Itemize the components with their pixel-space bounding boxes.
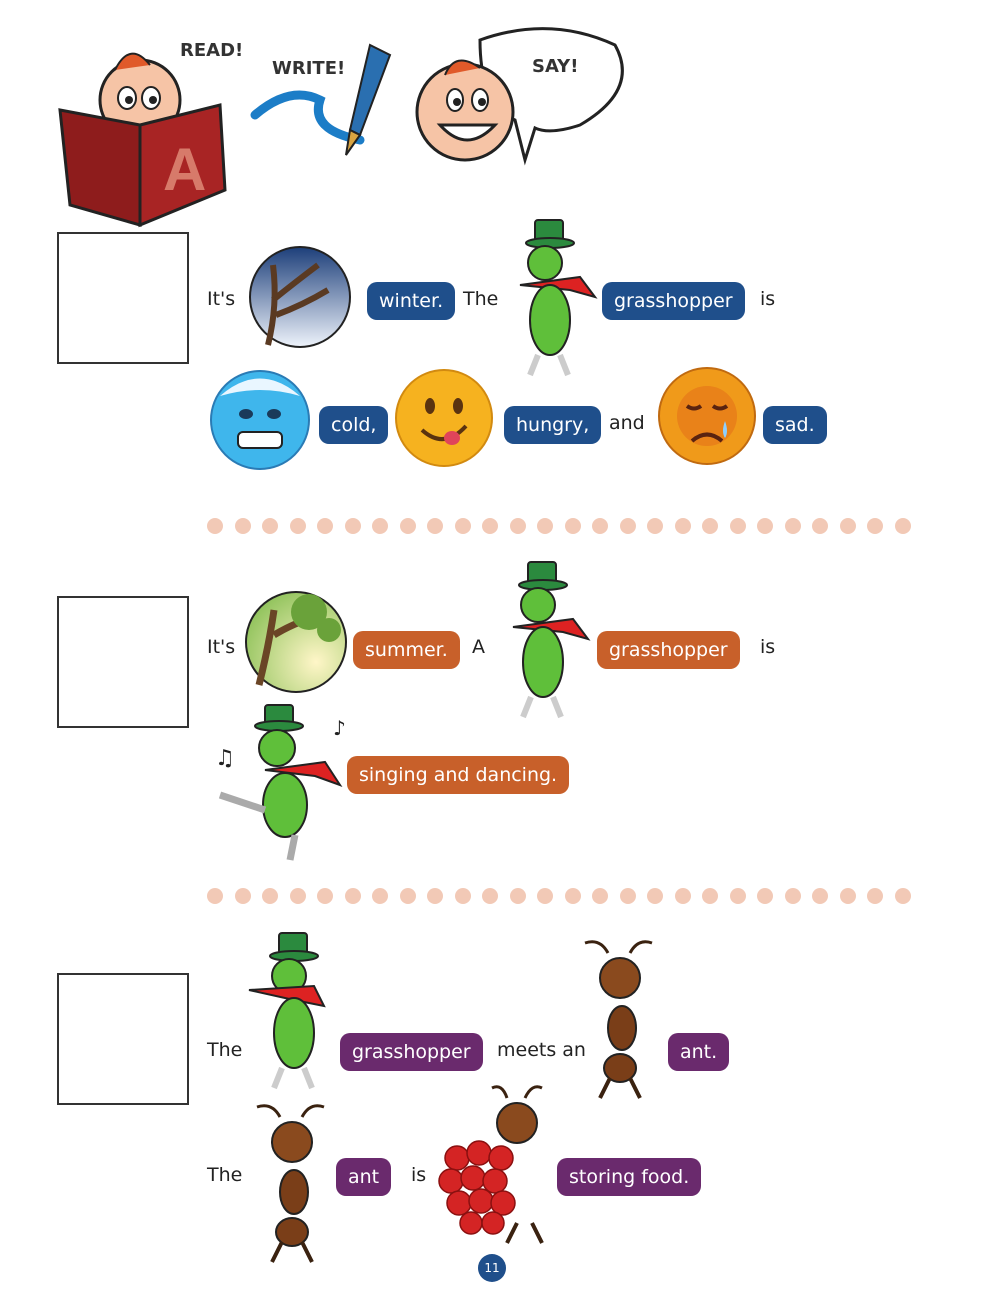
svg-text:♪: ♪ bbox=[333, 716, 346, 740]
ant-with-berries-icon bbox=[438, 1085, 544, 1244]
word-its-2: It's bbox=[207, 636, 236, 658]
word-and: and bbox=[609, 412, 645, 434]
dancing-grasshopper-icon: ♫ ♪ bbox=[215, 704, 346, 861]
cold-face-icon bbox=[210, 370, 310, 470]
word-is-2: is bbox=[760, 636, 776, 658]
word-the-1: The bbox=[463, 288, 499, 310]
dotted-divider-1 bbox=[207, 518, 911, 534]
word-the-3a: The bbox=[207, 1039, 243, 1061]
grasshopper-icon bbox=[248, 932, 326, 1090]
word-meets-an: meets an bbox=[497, 1039, 586, 1061]
word-a: A bbox=[472, 636, 485, 658]
grasshopper-icon bbox=[512, 561, 591, 719]
ant-icon bbox=[584, 940, 653, 1099]
write-label: WRITE! bbox=[272, 58, 346, 79]
answer-box-3[interactable] bbox=[57, 973, 189, 1105]
summer-tree-icon bbox=[245, 591, 347, 693]
word-its-1: It's bbox=[207, 288, 236, 310]
reading-boy-illustration: A bbox=[58, 52, 227, 228]
pill-winter: winter. bbox=[367, 282, 456, 320]
winter-tree-icon bbox=[249, 246, 351, 348]
read-label: READ! bbox=[180, 40, 244, 61]
pill-cold: cold, bbox=[319, 406, 389, 444]
speaking-boy-illustration bbox=[415, 27, 624, 166]
answer-box-2[interactable] bbox=[57, 596, 189, 728]
word-is-1: is bbox=[760, 288, 776, 310]
pill-ant-1: ant. bbox=[668, 1033, 730, 1071]
word-the-3b: The bbox=[207, 1164, 243, 1186]
sad-face-icon bbox=[658, 367, 756, 465]
pill-hungry: hungry, bbox=[504, 406, 602, 444]
grasshopper-icon bbox=[519, 219, 598, 377]
pill-grasshopper-3: grasshopper bbox=[340, 1033, 483, 1071]
pill-sad: sad. bbox=[763, 406, 827, 444]
pill-grasshopper-2: grasshopper bbox=[597, 631, 740, 669]
pill-singing-dancing: singing and dancing. bbox=[347, 756, 570, 794]
pen-illustration bbox=[250, 43, 392, 156]
answer-box-1[interactable] bbox=[57, 232, 189, 364]
pill-summer: summer. bbox=[353, 631, 460, 669]
svg-text:A: A bbox=[163, 136, 206, 203]
word-is-3: is bbox=[411, 1164, 427, 1186]
say-label: SAY! bbox=[532, 56, 579, 77]
page-number: 11 bbox=[478, 1254, 506, 1282]
pill-grasshopper-1: grasshopper bbox=[602, 282, 745, 320]
pill-storing-food: storing food. bbox=[557, 1158, 702, 1196]
dotted-divider-2 bbox=[207, 888, 911, 904]
ant-icon bbox=[256, 1104, 325, 1263]
pill-ant-2: ant bbox=[336, 1158, 392, 1196]
svg-text:♫: ♫ bbox=[215, 746, 235, 771]
hungry-face-icon bbox=[395, 369, 493, 467]
